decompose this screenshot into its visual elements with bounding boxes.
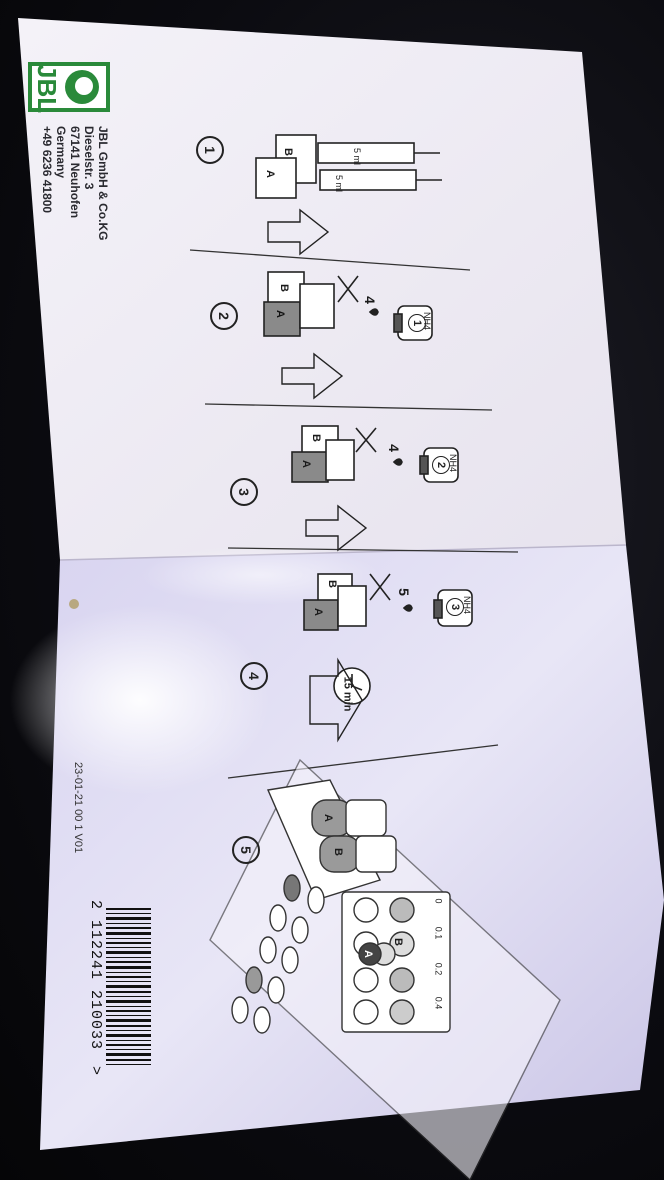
step4-vial-a: A: [311, 608, 324, 616]
vial-b-label: B: [281, 148, 294, 156]
step-5-number: 5: [232, 836, 260, 864]
step4-vial-b: B: [325, 580, 338, 588]
scale-value-2: 0.2: [433, 962, 444, 976]
step5-vial-a: A: [321, 814, 334, 822]
barcode: [106, 908, 151, 1065]
company-name: JBL GmbH & Co.KG: [96, 126, 110, 241]
step1-illustration: [255, 134, 442, 199]
step3-vial-b: B: [309, 434, 322, 442]
step3-reagent-number: 2: [432, 456, 450, 474]
step2-illustration: [263, 271, 433, 341]
company-country: Germany: [54, 126, 68, 179]
arrow-3-4-icon: [305, 504, 368, 552]
step-2-number: 2: [210, 302, 238, 330]
arrow-2-3-icon: [281, 352, 344, 400]
step5-vial-b: B: [331, 848, 344, 856]
step4-drops: 5: [395, 588, 412, 596]
barcode-number: 2 112241 210033: [87, 900, 104, 1051]
comparator-b: B: [391, 938, 404, 946]
step2-vial-a: A: [273, 310, 286, 318]
step2-vial-b: B: [277, 284, 290, 292]
company-address: JBL GmbH & Co.KG Dieselstr. 3 67141 Neuh…: [40, 126, 110, 240]
step4-reagent-number: 3: [446, 598, 464, 616]
jbl-logo: [28, 62, 110, 112]
step5-illustration: [209, 758, 561, 1180]
step-1-number: 1: [196, 136, 224, 164]
step3-vial-a: A: [299, 460, 312, 468]
step3-drops: 4: [385, 444, 402, 452]
company-street: Dieselstr. 3: [82, 126, 96, 190]
scale-value-0: 0: [433, 898, 444, 904]
syringe-label-1: 5 ml: [352, 148, 362, 166]
comparator-a: A: [361, 950, 374, 958]
vial-a-label: A: [263, 170, 276, 178]
step-3-number: 3: [230, 478, 258, 506]
step2-reagent-number: 1: [408, 314, 426, 332]
step2-drops: 4: [361, 296, 378, 304]
scale-value-1: 0.1: [433, 926, 444, 940]
jbl-logo-text: JBL: [32, 64, 62, 114]
company-city: 67141 Neuhofen: [68, 126, 82, 219]
barcode-suffix: >: [87, 1066, 104, 1077]
scale-value-3: 0.4: [433, 996, 444, 1010]
syringe-label-2: 5 ml: [334, 175, 344, 193]
company-phone: +49 6236 41800: [40, 126, 54, 214]
step4-wait-time: 15 min: [341, 676, 354, 712]
print-code: 23-01-21 00 1 V01: [72, 762, 84, 854]
step4-illustration: [303, 573, 473, 705]
arrow-4-5-icon: [309, 657, 363, 743]
step3-illustration: [291, 425, 459, 483]
step-4-number: 4: [240, 662, 268, 690]
arrow-1-2-icon: [267, 208, 330, 256]
